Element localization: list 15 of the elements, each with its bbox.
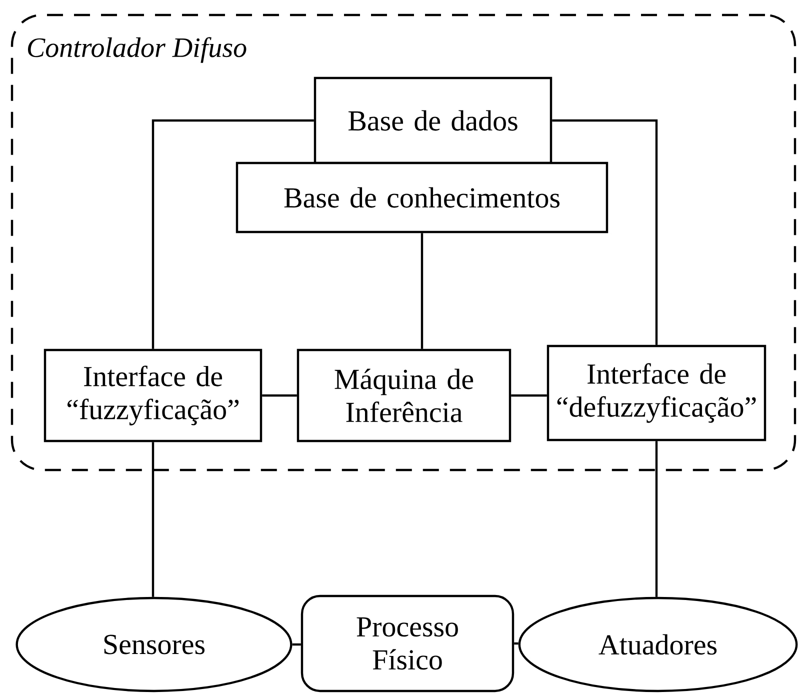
connector-line — [292, 643, 301, 646]
process-box: Interface de “fuzzyficação” — [44, 348, 262, 442]
connector-line — [152, 119, 314, 349]
connector-line — [655, 441, 658, 597]
connector-line — [511, 394, 547, 397]
connector-line — [420, 233, 424, 349]
connector-line — [262, 394, 297, 397]
process-box: Processo Físico — [300, 594, 514, 692]
connector-line — [152, 442, 154, 597]
process-box: Interface de “defuzzyficação” — [546, 344, 766, 442]
connector-line — [552, 119, 658, 345]
process-box: Base de conhecimentos — [236, 162, 608, 234]
connector-line — [514, 642, 518, 645]
process-box: Máquina de Inferência — [296, 348, 512, 442]
process-box: Base de dados — [314, 76, 552, 164]
